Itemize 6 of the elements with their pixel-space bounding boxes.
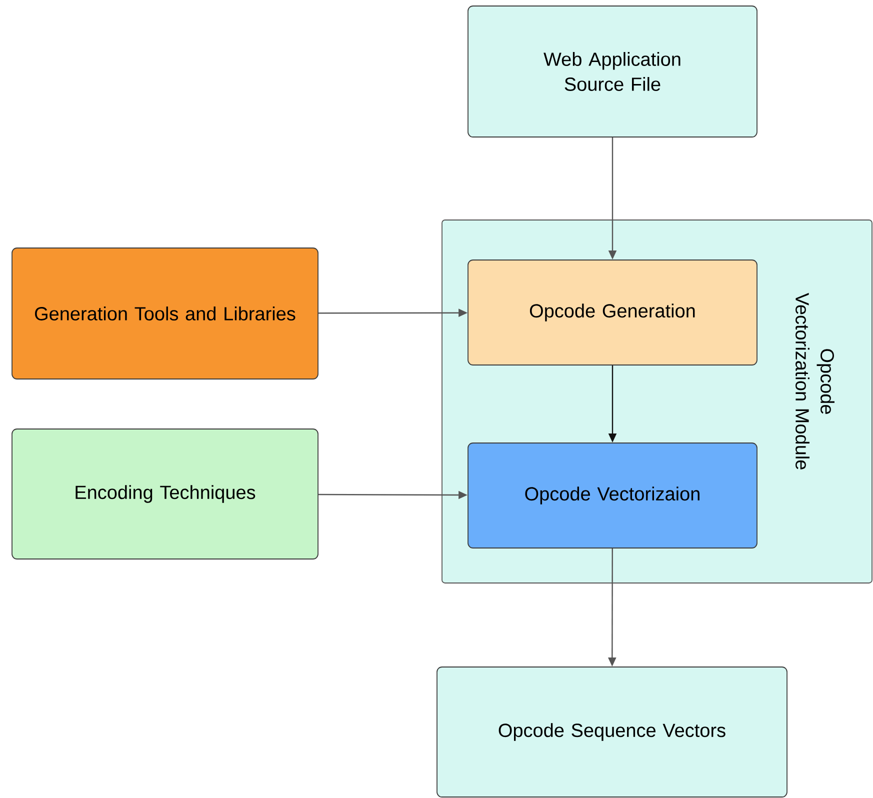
output-box: Opcode Sequence Vectors <box>436 666 788 798</box>
process-box: Opcode Generation <box>468 260 758 366</box>
process-box: Opcode Vectorizaion <box>468 442 758 548</box>
input-box: Encoding Techniques <box>12 428 318 560</box>
input-box: Generation Tools and Libraries <box>12 248 318 380</box>
process-box: Web Application Source File <box>468 6 758 138</box>
